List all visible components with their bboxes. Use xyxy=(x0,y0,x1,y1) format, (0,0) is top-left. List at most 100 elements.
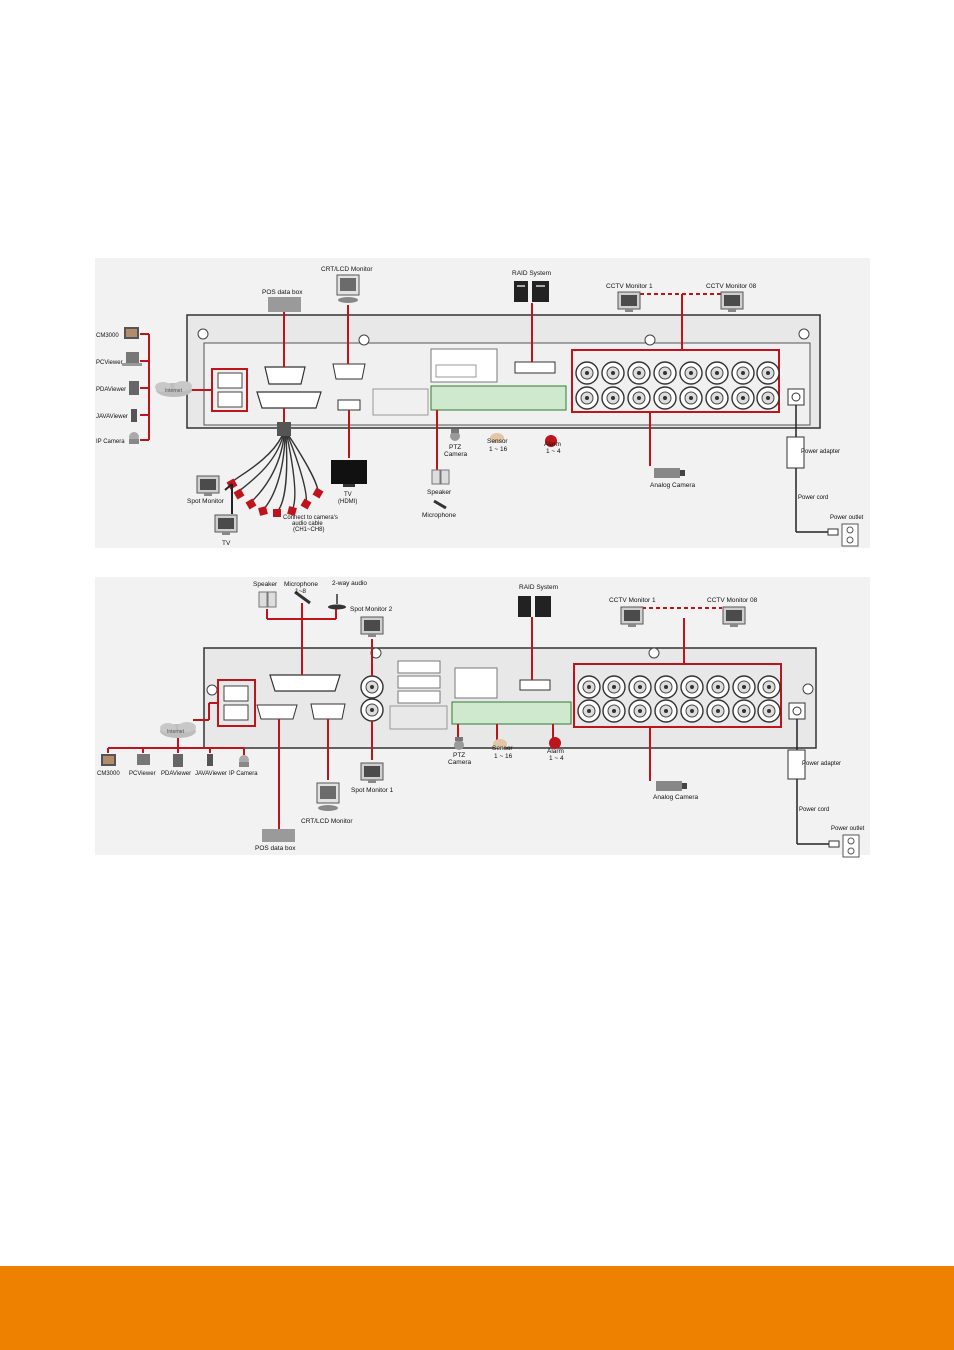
footer-bar xyxy=(0,1266,954,1350)
label-net-client-2: PCViewer xyxy=(96,360,123,366)
analog-camera-icon-1 xyxy=(654,468,685,478)
label-microphone-2a: Microphone xyxy=(284,581,318,588)
crt-monitor-icon-2 xyxy=(316,782,340,811)
label-alarm-1b: 1 ~ 4 xyxy=(546,448,561,455)
label-alarm-1a: Alarm xyxy=(544,441,561,448)
label-spot-monitor-1: Spot Monitor xyxy=(187,498,225,505)
label-two-way-audio: 2-way audio xyxy=(332,580,367,587)
ip-camera-icon-2 xyxy=(239,755,249,767)
label-boxes-2 xyxy=(389,660,448,730)
label-sensor-2a: Sensor xyxy=(492,745,513,752)
io-terminal-block-2 xyxy=(451,701,572,725)
label-net-client-2-2: PCViewer xyxy=(129,771,156,777)
raid-system-icon xyxy=(514,281,549,302)
label-ptz-1b: Camera xyxy=(444,451,468,458)
internet-cloud-icon-2 xyxy=(160,722,196,738)
javaviewer-icon xyxy=(131,409,137,422)
label-speaker-2: Speaker xyxy=(253,581,278,588)
audio-breakout-cable xyxy=(224,422,324,517)
label-tv-1: TV xyxy=(222,540,231,547)
label-audio-note-2: audio cable xyxy=(292,521,323,527)
label-net-client-2-5: IP Camera xyxy=(229,771,258,777)
label-ptz-2a: PTZ xyxy=(453,752,465,759)
two-way-audio-icon xyxy=(328,594,346,610)
vga-port xyxy=(332,363,366,380)
dc-in-port-2 xyxy=(788,702,806,720)
label-ptz-1a: PTZ xyxy=(449,444,461,451)
io-terminal-block xyxy=(430,385,567,411)
label-net-client-2-1: CM3000 xyxy=(97,771,120,777)
label-net-client-3: PDAViewer xyxy=(96,387,126,393)
power-adapter-icon-2 xyxy=(787,749,806,780)
pos-rs232-port xyxy=(264,366,306,385)
power-plug-icon-1 xyxy=(827,528,839,536)
cctv-monitor-1-icon-2 xyxy=(620,606,644,628)
pos-rs232-port-2 xyxy=(256,704,298,720)
bnc-group-highlight-2 xyxy=(573,663,782,728)
label-net-client-2-4: JAVAViewer xyxy=(195,771,227,777)
pos-data-box-icon xyxy=(268,297,301,312)
power-plug-icon-2 xyxy=(828,840,840,848)
microphone-icon-1 xyxy=(433,499,447,510)
label-power-outlet-2: Power outlet xyxy=(831,826,865,832)
alarm-icon-1 xyxy=(545,435,557,447)
label-sensor-1b: 1 ~ 16 xyxy=(489,446,508,453)
label-internet-2: Internet xyxy=(167,729,185,735)
sensor-icon-2 xyxy=(493,739,507,749)
label-alarm-2a: Alarm xyxy=(547,748,564,755)
bnc-group-highlight xyxy=(571,349,780,413)
label-net-client-4: JAVAViewer xyxy=(96,414,128,420)
pdaviewer-icon-2 xyxy=(173,754,183,767)
pcviewer-icon-2 xyxy=(137,754,150,765)
label-microphone-2b: 1~8 xyxy=(295,588,306,595)
lan-ports xyxy=(211,368,248,412)
label-cctv-monitor-08-b: CCTV Monitor 08 xyxy=(707,597,758,604)
label-raid-system-2: RAID System xyxy=(519,584,558,591)
speaker-icon-1 xyxy=(431,469,450,485)
label-audio-note-1: Connect to camera's xyxy=(283,515,338,521)
label-speaker-1: Speaker xyxy=(427,489,452,496)
internet-cloud-icon xyxy=(155,381,192,397)
label-sensor-1a: Sensor xyxy=(487,438,508,445)
label-crt-monitor-2: CRT/LCD Monitor xyxy=(301,818,353,825)
label-analog-camera-2: Analog Camera xyxy=(653,794,699,801)
crt-monitor-icon xyxy=(336,274,360,303)
label-microphone-1: Microphone xyxy=(422,512,456,519)
label-tv-hdmi-b: (HDMI) xyxy=(338,499,357,505)
esata-port xyxy=(514,361,556,374)
label-spot-monitor-1b: Spot Monitor 1 xyxy=(351,787,394,794)
label-power-cord-1: Power cord xyxy=(798,495,828,501)
microphone-icon-2 xyxy=(294,590,311,605)
ip-camera-icon-1 xyxy=(129,432,139,444)
label-net-client-2-3: PDAViewer xyxy=(161,771,191,777)
audio-db25-port-2 xyxy=(269,674,341,692)
label-net-client-5: IP Camera xyxy=(96,439,125,445)
label-tv-hdmi-a: TV xyxy=(344,492,352,498)
power-outlet-icon-1 xyxy=(841,523,859,547)
label-raid-system-1: RAID System xyxy=(512,270,551,277)
cm3000-icon-2 xyxy=(101,754,116,766)
spec-label-plate-2 xyxy=(454,667,498,699)
ptz-camera-icon-2 xyxy=(454,737,464,750)
speaker-icon-2 xyxy=(258,591,277,608)
power-adapter-icon-1 xyxy=(786,436,805,469)
cm3000-icon xyxy=(124,327,139,339)
spot-monitor-2-icon xyxy=(360,616,384,638)
raid-system-icon-2 xyxy=(518,596,551,617)
label-power-adapter-1: Power adapter xyxy=(801,449,840,455)
label-analog-camera-1: Analog Camera xyxy=(650,482,696,489)
vga-port-2 xyxy=(310,703,346,720)
label-cctv-monitor-1-b: CCTV Monitor 1 xyxy=(609,597,656,604)
label-cctv-monitor-1-a: CCTV Monitor 1 xyxy=(606,283,653,290)
pos-data-box-icon-2 xyxy=(262,829,295,842)
label-power-outlet-1: Power outlet xyxy=(830,515,864,521)
dc-in-port xyxy=(787,388,805,406)
pcviewer-icon xyxy=(122,352,142,366)
analog-camera-icon-2 xyxy=(656,781,687,791)
label-audio-note-3: (CH1~CH8) xyxy=(293,527,325,533)
spot-monitor-1-icon xyxy=(360,762,384,784)
connection-lines-2 xyxy=(107,603,685,830)
label-power-adapter-2: Power adapter xyxy=(802,761,841,767)
